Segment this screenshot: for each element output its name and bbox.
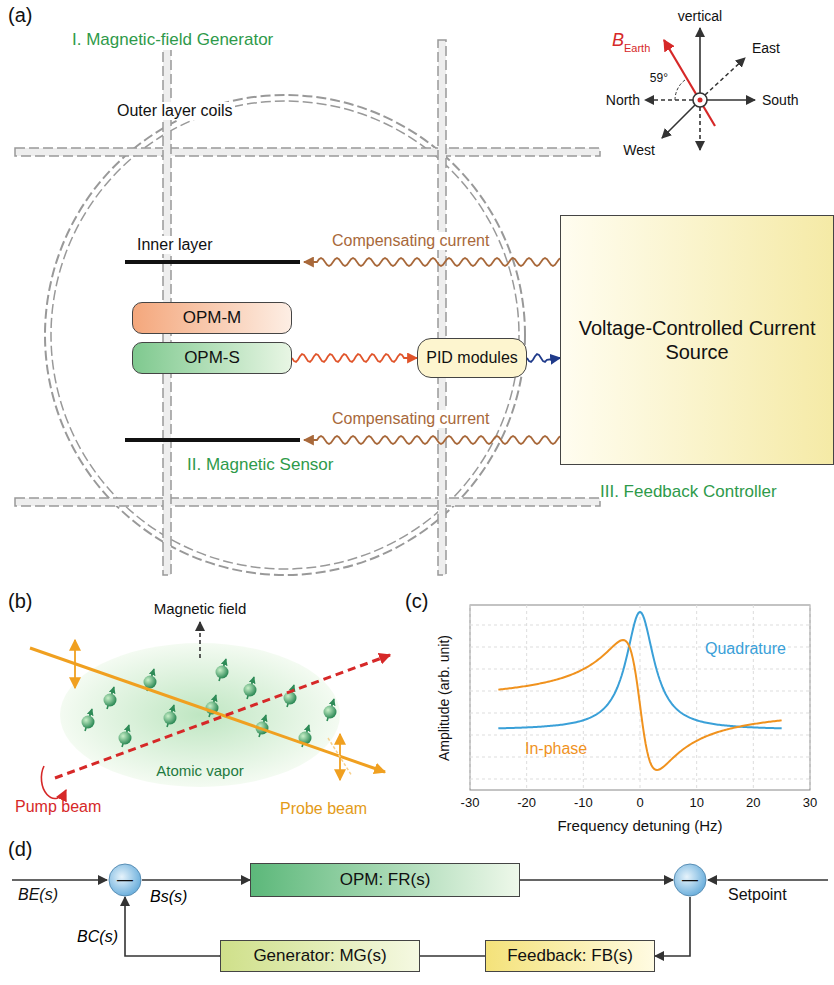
atom [244, 684, 257, 697]
grid-line [583, 605, 584, 790]
compass [645, 28, 755, 150]
input-signal [12, 879, 107, 881]
panel-label: (a) [8, 4, 32, 27]
connector [142, 879, 250, 881]
tick-label: 20 [746, 796, 760, 811]
tick-label: 0 [636, 796, 643, 811]
signal-label: Compensating current [330, 410, 491, 428]
probe-beam [30, 648, 385, 772]
grid-line [753, 605, 754, 790]
axis-title: Frequency detuning (Hz) [557, 817, 722, 834]
signal-label: Bs(s) [150, 888, 187, 906]
atom [119, 732, 132, 745]
sensor-box: OPM-S [132, 342, 292, 374]
section-title: III. Feedback Controller [600, 482, 777, 502]
tick-label: 30 [803, 796, 817, 811]
atom [324, 706, 337, 719]
node-text: Generator: MG(s) [253, 946, 386, 966]
circular-polarization [41, 766, 66, 798]
connector [527, 354, 560, 362]
node-text: OPM-S [184, 348, 240, 368]
current-source-box: Voltage-Controlled Current Source [560, 215, 834, 465]
process-box: Feedback: FB(s) [485, 940, 655, 972]
rotated-polarization [328, 738, 352, 776]
setpoint-signal [708, 879, 828, 881]
node-text: OPM-M [183, 308, 242, 328]
atomic-vapor-cloud [60, 643, 340, 787]
connector [520, 879, 673, 881]
field-symbol: B [612, 30, 624, 51]
atom [82, 716, 95, 729]
part-label: Probe beam [280, 800, 367, 818]
node-text: OPM: FR(s) [340, 870, 431, 890]
grid-line [526, 605, 527, 790]
grid-line [470, 625, 810, 626]
atoms [82, 659, 337, 747]
angle-label: 59° [650, 72, 668, 86]
direction-label: East [752, 40, 780, 56]
atom [164, 712, 177, 725]
direction-label: vertical [678, 8, 722, 24]
panel-label: (c) [405, 590, 428, 613]
node-text: PID modules [426, 348, 518, 367]
signal-label: Setpoint [728, 886, 787, 904]
sensor-box: OPM-M [132, 302, 292, 334]
panel-label: (d) [8, 838, 32, 861]
part-label: Inner layer [135, 236, 215, 254]
outer-coils [15, 40, 600, 575]
curve-label: In-phase [525, 740, 587, 758]
curve-label: Quadrature [705, 640, 786, 658]
node-text: Feedback: FB(s) [507, 946, 633, 966]
tick-label: -10 [574, 796, 593, 811]
grid-line [470, 757, 810, 758]
signal-label: BE(s) [18, 886, 58, 904]
field-subscript: Earth [624, 42, 650, 55]
atom [284, 692, 297, 705]
part-label: Pump beam [15, 798, 101, 816]
connector [655, 897, 690, 956]
panel-label: (b) [8, 590, 32, 613]
axis-title: Amplitude (arb. unit) [436, 635, 452, 761]
atom [216, 666, 229, 679]
atom [104, 694, 117, 707]
grid-line [470, 691, 810, 692]
response-plot [470, 605, 810, 790]
section-title: I. Magnetic-field Generator [70, 30, 275, 50]
grid-line [470, 605, 471, 790]
signal-label: BC(s) [77, 928, 118, 946]
inner-layer-coil [125, 438, 300, 442]
part-label: Atomic vapor [156, 762, 244, 779]
atom [144, 676, 157, 689]
grid-line [470, 669, 810, 670]
tick-label: 10 [689, 796, 703, 811]
grid-line [810, 605, 811, 790]
tick-label: -30 [461, 796, 480, 811]
process-box: OPM: FR(s) [250, 863, 520, 897]
connector [292, 354, 417, 362]
signal-label: Compensating current [330, 232, 491, 250]
direction-label: South [762, 92, 799, 108]
node-text: — [682, 870, 698, 889]
connector [125, 897, 220, 956]
pid-box: PID modules [417, 338, 527, 378]
tick-label: -20 [517, 796, 536, 811]
direction-label: North [606, 92, 640, 108]
node-text: — [117, 870, 133, 889]
part-label: Outer layer coils [115, 102, 235, 120]
section-title: II. Magnetic Sensor [185, 455, 335, 475]
direction-label: West [623, 142, 655, 158]
in-phase-curve [498, 640, 781, 770]
process-box: Generator: MG(s) [220, 940, 420, 972]
magnetic-field-arrow [199, 622, 201, 658]
grid-line [696, 605, 697, 790]
node-text: Voltage-Controlled Current Source [569, 316, 825, 364]
part-label: Magnetic field [154, 600, 247, 617]
summing-junction: — [673, 863, 707, 897]
grid-line [470, 779, 810, 780]
grid-line [470, 735, 810, 736]
inner-layer-coil [125, 260, 300, 264]
linear-polarization [74, 640, 76, 688]
summing-junction: — [108, 863, 142, 897]
